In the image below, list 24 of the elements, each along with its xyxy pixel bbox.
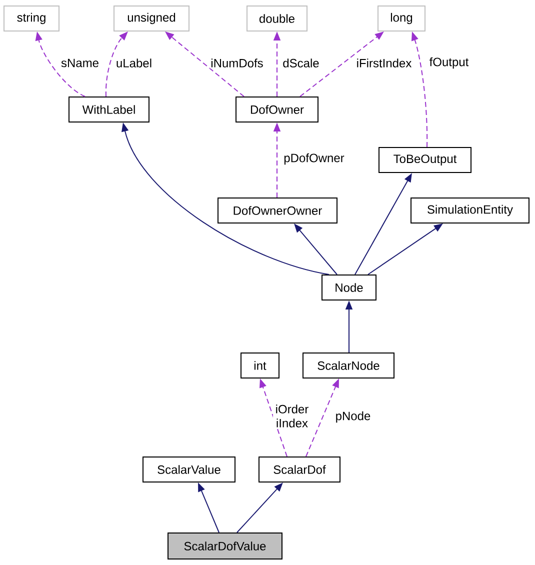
class-box: ScalarValue xyxy=(142,456,236,482)
class-box: WithLabel xyxy=(68,96,150,122)
class-box: ScalarDofValue xyxy=(168,532,282,560)
class-box: unsigned xyxy=(114,6,190,32)
class-box: ToBeOutput xyxy=(378,147,472,173)
class-box: int xyxy=(240,352,280,378)
class-box: ScalarNode xyxy=(302,352,394,378)
class-box: string xyxy=(4,6,60,32)
edge-label: iNumDofs xyxy=(210,58,264,68)
class-box: Node xyxy=(322,274,376,300)
class-box: ScalarDof xyxy=(258,456,340,482)
class-box: SimulationEntity xyxy=(410,198,530,224)
class-box: long xyxy=(378,6,426,32)
class-box: DofOwnerOwner xyxy=(218,198,338,224)
class-box: double xyxy=(246,6,308,32)
edge-label: iOrder iIndex xyxy=(273,404,311,428)
edge-label: pNode xyxy=(334,410,372,424)
edge-label: fOutput xyxy=(428,56,470,70)
edge-label: uLabel xyxy=(114,58,154,68)
edge-label: dScale xyxy=(282,58,320,68)
class-box: DofOwner xyxy=(236,96,318,122)
edge-label: pDofOwner xyxy=(282,152,346,166)
edge-label: iFirstIndex xyxy=(355,58,413,68)
edge-label: sName xyxy=(60,58,100,68)
